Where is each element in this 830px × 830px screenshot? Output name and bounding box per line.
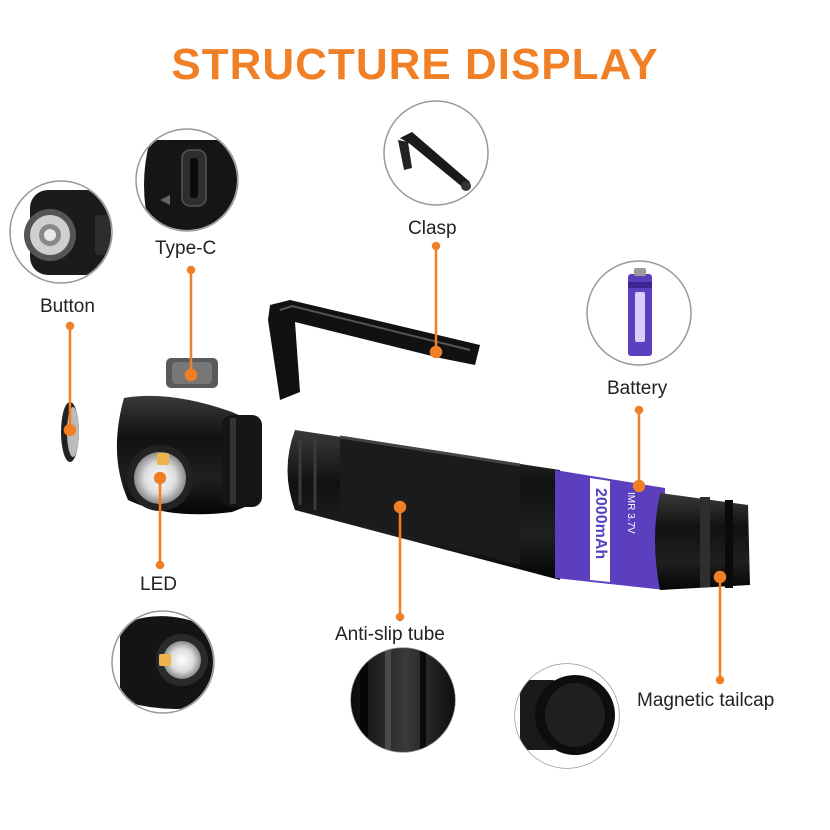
label-tailcap: Magnetic tailcap: [637, 690, 775, 711]
tube-closeup-icon: [350, 647, 456, 753]
battery-capacity-text: 2000mAh: [592, 488, 609, 559]
callouts: [63, 241, 727, 685]
led-closeup-icon: [111, 610, 215, 714]
battery-part: 2000mAh IMR 3.7V: [555, 470, 665, 590]
tube-part: [287, 430, 560, 580]
button-closeup-icon: [9, 180, 113, 284]
battery-spec-text: IMR 3.7V: [625, 492, 636, 534]
clasp-part: [268, 300, 480, 400]
head-part: [116, 395, 262, 515]
label-tube: Anti-slip tube: [335, 624, 445, 645]
type-c-port-icon: [135, 128, 239, 232]
clasp-icon: [383, 100, 489, 206]
battery-icon: [586, 260, 692, 366]
tailcap-closeup-icon: [514, 663, 620, 769]
label-type-c: Type-C: [155, 238, 217, 259]
label-led: LED: [140, 574, 177, 595]
label-button: Button: [40, 296, 95, 317]
label-battery: Battery: [607, 378, 668, 399]
label-clasp: Clasp: [408, 218, 457, 239]
page-title: STRUCTURE DISPLAY: [171, 40, 659, 89]
tailcap-part: [655, 493, 750, 590]
